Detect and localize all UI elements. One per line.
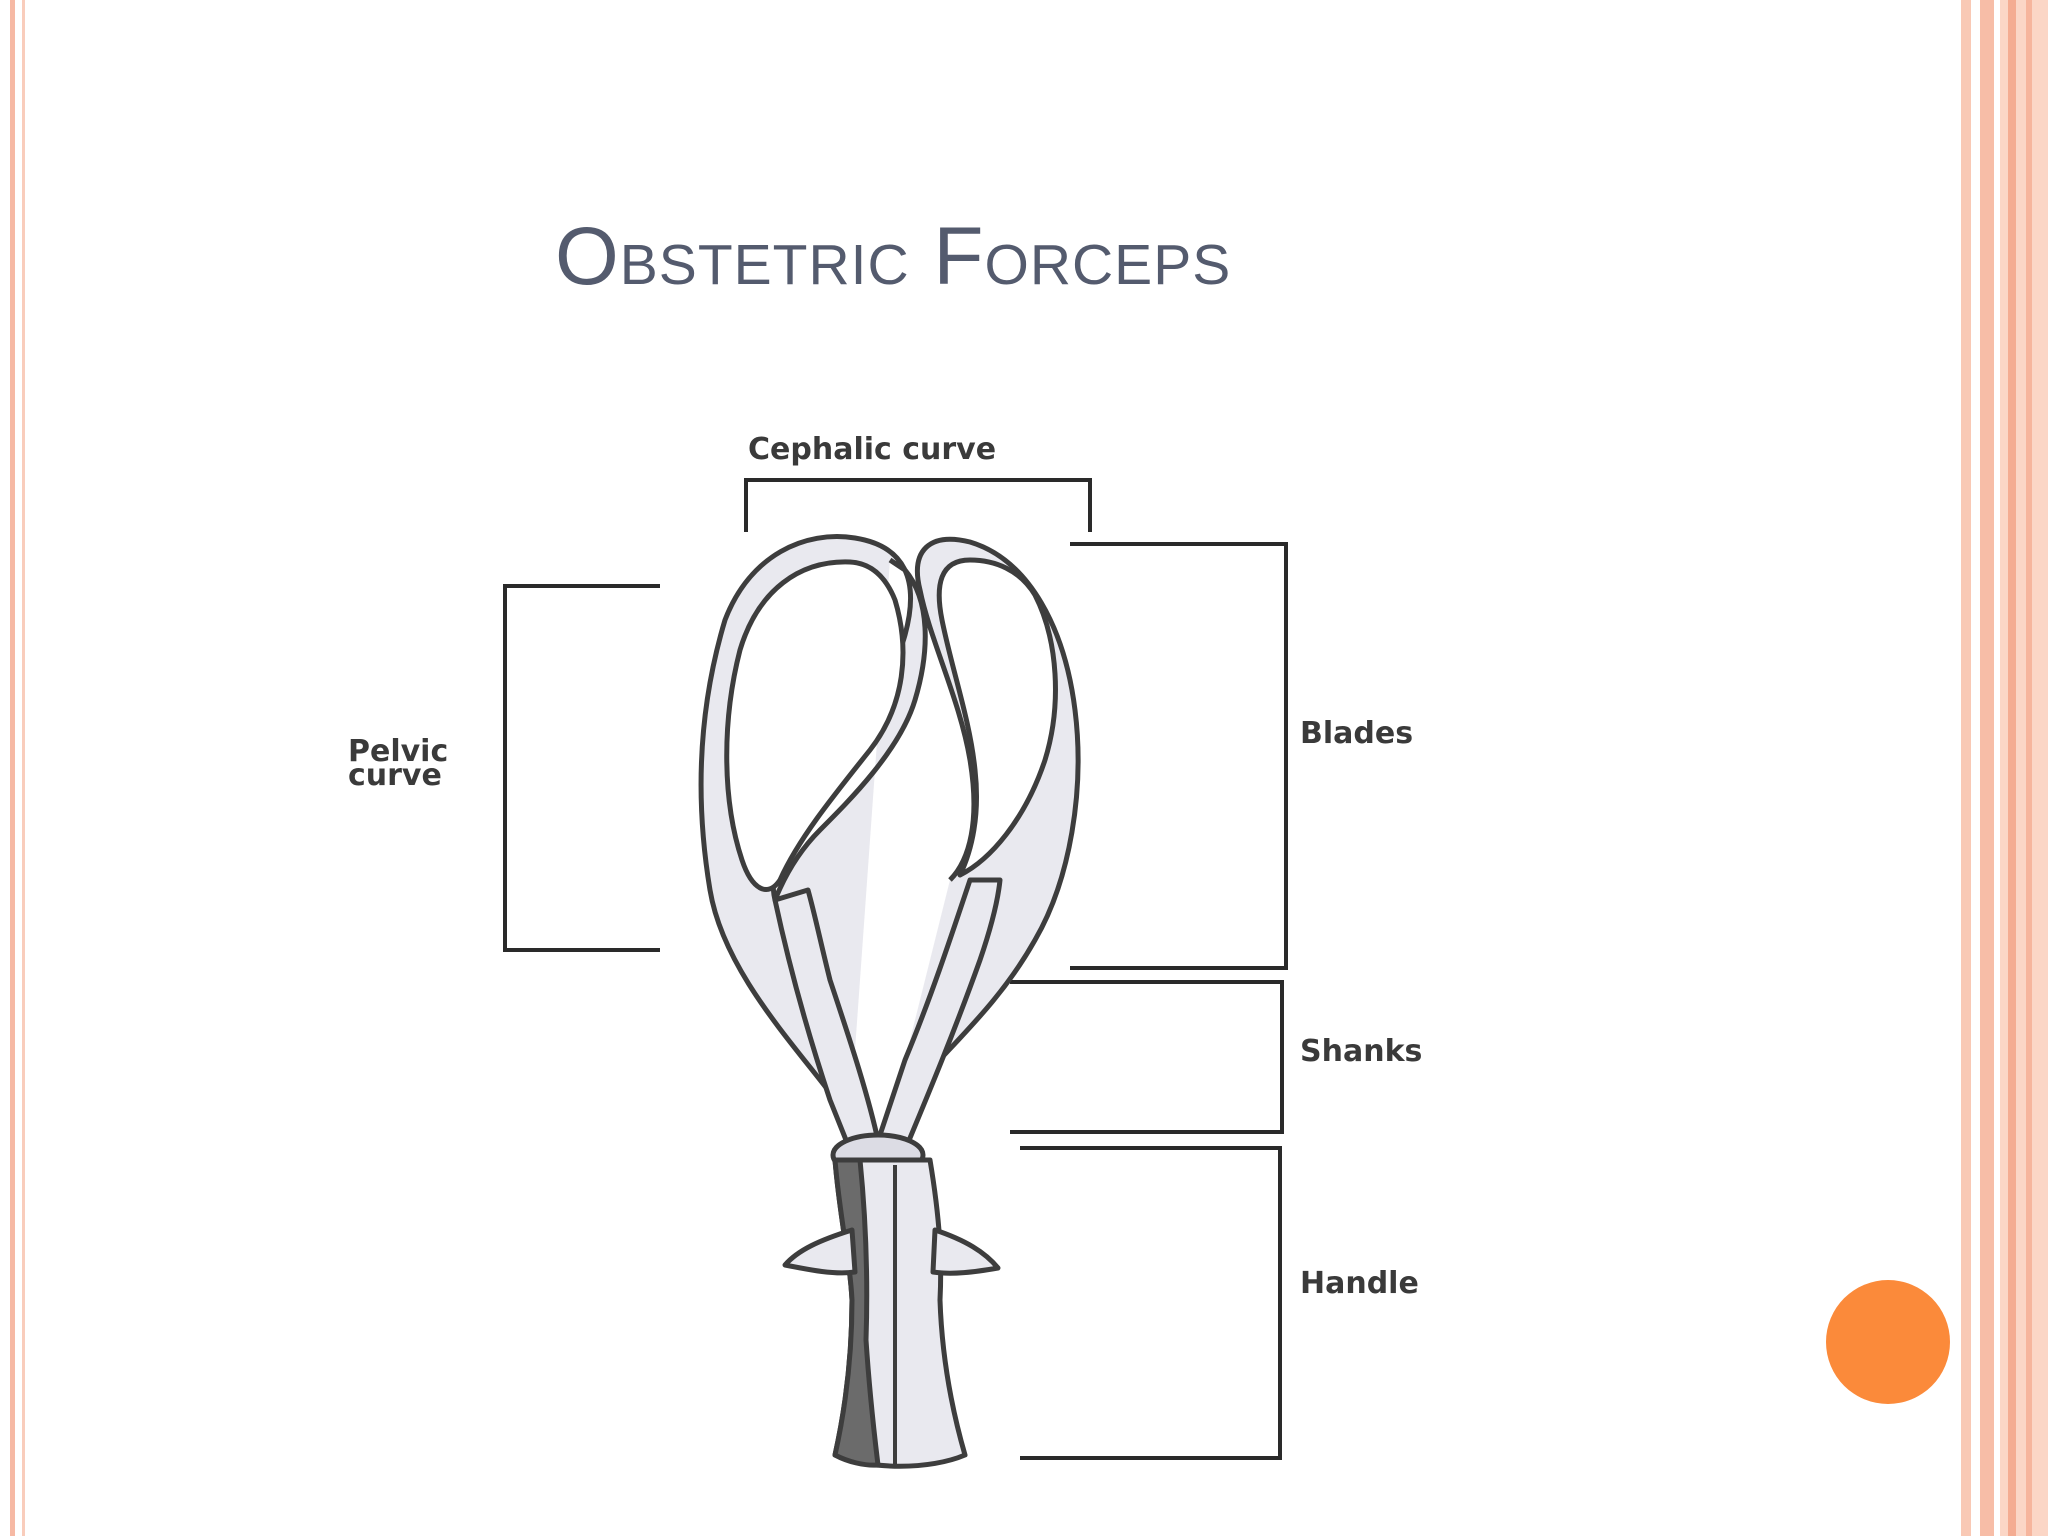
cephalic-bracket xyxy=(744,478,1092,532)
right-border-stripe xyxy=(2008,0,2016,1536)
forceps-diagram: Cephalic curve Pelvic curve Blades Shank… xyxy=(330,420,1500,1490)
right-blade-window xyxy=(936,557,1058,878)
right-border-stripe xyxy=(2026,0,2032,1536)
forceps-illustration xyxy=(503,478,1288,1469)
handle-label: Handle xyxy=(1300,1266,1419,1301)
left-finger-guard xyxy=(782,1227,858,1276)
right-finger-guard xyxy=(930,1227,1001,1276)
shanks-label: Shanks xyxy=(1300,1034,1423,1069)
label-brackets xyxy=(503,478,1288,1460)
left-border-stripe-inner xyxy=(22,0,25,1536)
left-blade-window xyxy=(724,559,906,892)
left-shank xyxy=(772,887,883,1153)
left-border-stripe xyxy=(10,0,15,1536)
pelvic-curve-label-line1: Pelvic xyxy=(348,734,449,769)
forceps-shape xyxy=(698,534,1081,1469)
slide-title: Obstetric Forceps xyxy=(555,211,1232,302)
blades-bracket xyxy=(1070,542,1288,970)
right-shank xyxy=(872,877,1003,1153)
pelvic-curve-label-line2: curve xyxy=(348,758,442,793)
pelvic-bracket xyxy=(503,584,660,952)
right-border-stripe xyxy=(1961,0,1971,1536)
accent-dot xyxy=(1826,1280,1950,1404)
handle-bracket xyxy=(1020,1146,1282,1460)
shanks-bracket xyxy=(1010,980,1284,1134)
right-border-stripe xyxy=(1980,0,1994,1536)
blades-label: Blades xyxy=(1300,716,1414,751)
cephalic-curve-label: Cephalic curve xyxy=(748,432,997,467)
